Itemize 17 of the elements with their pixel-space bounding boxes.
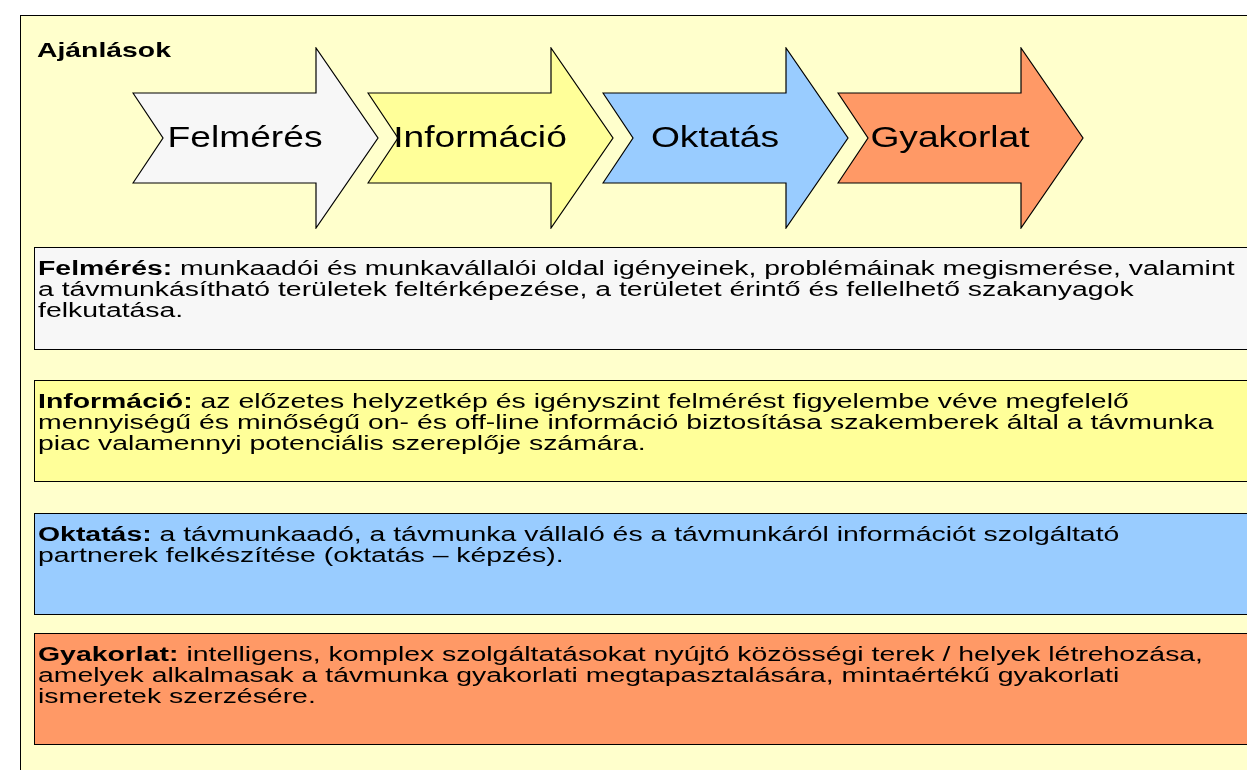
- step-label: Gyakorlat: [869, 119, 1031, 155]
- process-step: [602, 47, 850, 229]
- step-label: Információ: [392, 119, 568, 155]
- description-box: [34, 380, 1247, 482]
- description-box: [34, 513, 1247, 615]
- step-label: Oktatás: [649, 119, 781, 155]
- description-text: Felmérés: munkaadói és munkavállalói oldal igényeinek, problémáinak megismerése, valamint a távmunkásítható területek feltérképezése, a területet érintő és fellelhető szakanyagok felkutatása.: [38, 258, 1236, 321]
- step-label: Felmérés: [166, 119, 324, 155]
- process-step: [367, 47, 615, 229]
- description-text: Oktatás: a távmunkaadó, a távmunka vállaló és a távmunkáról információt szolgáltató partnerek felkészítése (oktatás – képzés).: [38, 524, 1121, 566]
- description-text: Gyakorlat: intelligens, komplex szolgáltatásokat nyújtó közösségi terek / helyek létrehozása, amelyek alkalmasak a távmunka gyakorlati megtapasztalására, mintaértékű gyakorlati ismeretek szerzésére.: [38, 644, 1204, 707]
- process-step: [837, 47, 1085, 229]
- description-box: [34, 633, 1247, 745]
- panel-background: [20, 15, 1247, 770]
- description-text: Információ: az előzetes helyzetkép és igényszint felmérést figyelembe véve megfelelő mennyiségű és minőségű on- és off-line információ biztosítása szakemberek által a távmunka piac valamennyi potenciális szereplője számára.: [38, 391, 1215, 454]
- description-box: [34, 247, 1247, 350]
- panel-heading: Ajánlások: [37, 38, 171, 62]
